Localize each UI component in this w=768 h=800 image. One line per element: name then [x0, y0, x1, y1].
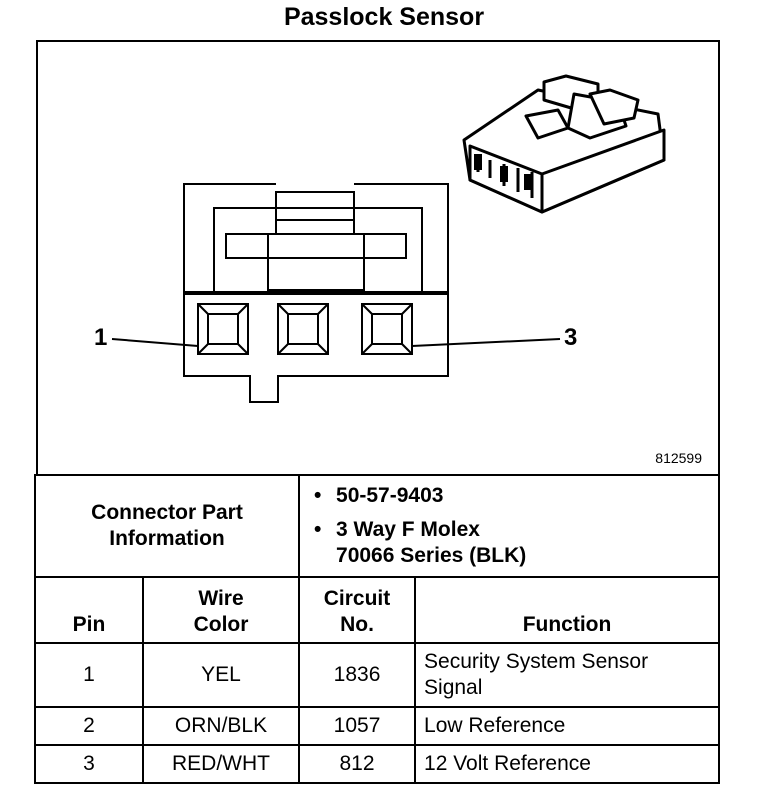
connector-diagram	[111, 74, 666, 403]
connector-3d-illustration	[462, 74, 666, 214]
pin-cavity-3	[361, 303, 413, 355]
header-function: Function	[414, 576, 721, 644]
function-cell: 12 Volt Reference	[414, 744, 721, 784]
connector-part-row: Connector Part Information •50-57-9403 •…	[33, 474, 721, 578]
part-number-item: •50-57-9403	[314, 484, 444, 507]
wire-color-cell: ORN/BLK	[141, 706, 301, 746]
bullet-icon: •	[314, 484, 322, 507]
circuit-cell: 812	[298, 744, 417, 784]
circuit-cell: 1836	[298, 642, 417, 708]
figure-number: 812599	[655, 450, 702, 466]
pin-cell: 1	[34, 642, 144, 708]
connector-part-info: •50-57-9403 •3 Way F Molex 70066 Series …	[298, 474, 721, 578]
function-cell: Low Reference	[414, 706, 721, 746]
pin-3-leader	[411, 338, 561, 347]
connector-diagram-panel: 1 3 812599	[36, 40, 720, 476]
table-row: 3 RED/WHT 812 12 Volt Reference	[34, 744, 721, 784]
pinout-table: Connector Part Information •50-57-9403 •…	[33, 474, 721, 784]
connector-face-view	[111, 183, 561, 403]
connector-part-label: Connector Part Information	[33, 474, 301, 578]
pin-cavity-2	[277, 303, 329, 355]
table-header-row: Pin Wire Color Circuit No. Function	[34, 576, 721, 644]
header-circuit-no: Circuit No.	[298, 576, 417, 644]
pin-cavity-1	[197, 303, 249, 355]
page-title: Passlock Sensor	[283, 3, 485, 31]
header-pin: Pin	[34, 576, 144, 644]
pin-1-leader	[111, 338, 199, 347]
pin-3-label: 3	[564, 324, 578, 351]
bullet-icon: •	[314, 518, 322, 541]
wire-color-cell: YEL	[141, 642, 301, 708]
pin-cell: 3	[34, 744, 144, 784]
pin-cell: 2	[34, 706, 144, 746]
table-row: 1 YEL 1836 Security System Sensor Signal	[34, 642, 721, 708]
pin-1-label: 1	[94, 324, 108, 351]
circuit-cell: 1057	[298, 706, 417, 746]
function-cell: Security System Sensor Signal	[414, 642, 721, 708]
wire-color-cell: RED/WHT	[141, 744, 301, 784]
header-wire-color: Wire Color	[141, 576, 301, 644]
table-row: 2 ORN/BLK 1057 Low Reference	[34, 706, 721, 746]
part-description-item: •3 Way F Molex 70066 Series (BLK)	[314, 518, 527, 567]
